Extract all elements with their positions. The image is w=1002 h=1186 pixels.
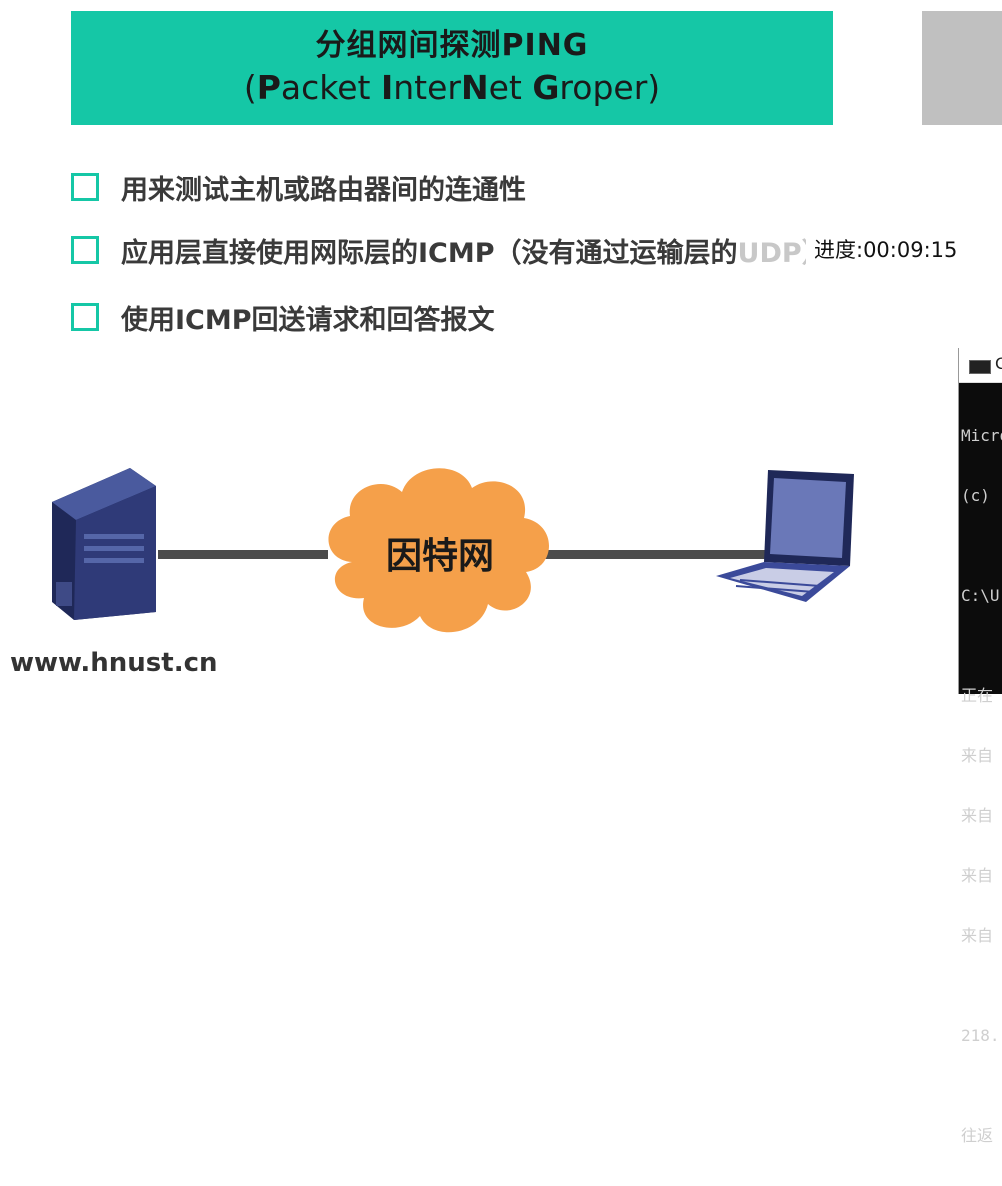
- bullet-item: 应用层直接使用网际层的ICMP（没有通过运输层的UDP）: [71, 230, 829, 270]
- cmd-title: C: [995, 354, 1002, 373]
- cmd-window[interactable]: C Micro (c) C:\U 正在 来自 来自 来自 来自 218. 往返: [958, 348, 1002, 1145]
- progress-timestamp: 进度:00:09:15: [806, 232, 966, 268]
- bullet-item: 使用ICMP回送请求和回答报文: [71, 297, 495, 337]
- internet-label: 因特网: [385, 536, 494, 577]
- laptop-icon: [716, 470, 854, 602]
- internet-cloud-icon: [328, 468, 549, 633]
- network-link-left: [158, 550, 328, 559]
- bullet-text: 应用层直接使用网际层的ICMP（没有通过运输层的UDP）: [121, 237, 829, 269]
- checkbox-icon: [71, 236, 99, 264]
- cmd-titlebar[interactable]: C: [959, 348, 1002, 383]
- slide-subtitle: (Packet InterNet Groper): [243, 68, 661, 107]
- cmd-output: Micro (c) C:\U 正在 来自 来自 来自 来自 218. 往返: [961, 426, 1002, 1145]
- bullet-text: 用来测试主机或路由器间的连通性: [121, 174, 526, 206]
- checkbox-icon: [71, 173, 99, 201]
- cmd-icon: [969, 360, 991, 374]
- website-url: www.hnust.cn: [10, 648, 218, 678]
- checkbox-icon: [71, 303, 99, 331]
- slide-title: 分组网间探测PING: [315, 28, 589, 63]
- slide-title-box: 分组网间探测PING (Packet InterNet Groper): [71, 11, 833, 125]
- network-link-right: [545, 550, 770, 559]
- bullet-text: 使用ICMP回送请求和回答报文: [121, 304, 495, 336]
- side-gray-panel: [922, 11, 1002, 125]
- server-icon: [52, 468, 156, 620]
- bullet-item: 用来测试主机或路由器间的连通性: [71, 167, 526, 207]
